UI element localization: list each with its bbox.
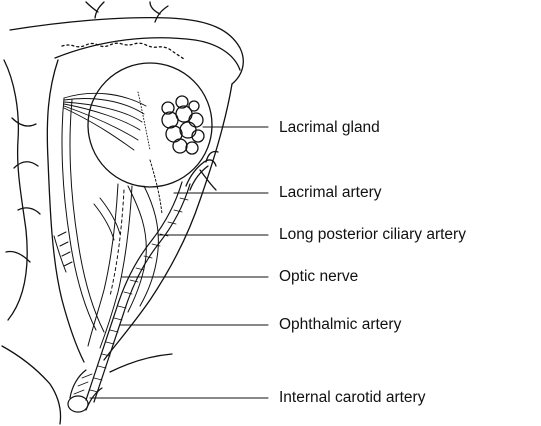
internal-carotid-vessel [68, 370, 102, 412]
lacrimal-gland-lobules [162, 96, 204, 154]
label-lacrimal-gland: Lacrimal gland [279, 120, 380, 136]
lacrimal-artery-vessel [186, 151, 218, 190]
skull-base-outline [2, 346, 172, 424]
label-long-posterior-ciliary-artery: Long posterior ciliary artery [279, 227, 466, 243]
label-lacrimal-artery: Lacrimal artery [279, 185, 382, 201]
temporal-branches [6, 118, 40, 262]
label-optic-nerve: Optic nerve [279, 269, 358, 285]
label-ophthalmic-artery: Ophthalmic artery [279, 317, 401, 333]
orbital-rim-outline [55, 38, 240, 70]
lateral-skull-edge [4, 60, 27, 320]
label-internal-carotid-artery: Internal carotid artery [279, 390, 425, 406]
orbital-roof-outline [10, 18, 243, 84]
optic-nerve-bundle [88, 184, 132, 348]
frontal-texture [62, 43, 184, 59]
superior-muscle-fibres [64, 92, 150, 150]
